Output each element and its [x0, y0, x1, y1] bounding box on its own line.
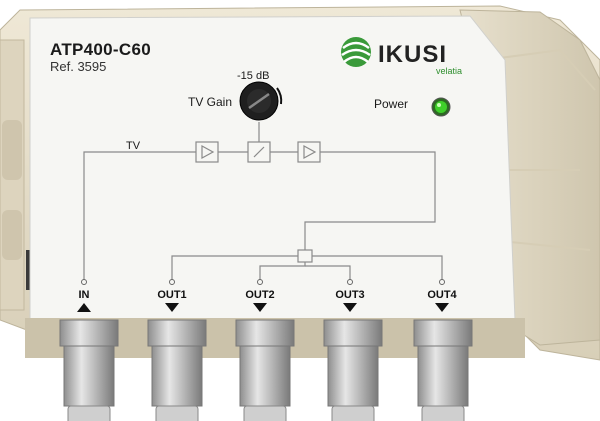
- gain-knob[interactable]: [239, 81, 283, 121]
- power-led-icon: [431, 97, 451, 117]
- port-out2-label: OUT2: [245, 289, 275, 301]
- brand-name: IKUSI: [378, 41, 448, 68]
- output-arrow-icon: [435, 303, 449, 312]
- power-label: Power: [374, 97, 409, 111]
- input-arrow-icon: [77, 303, 91, 312]
- port-in-label: IN: [78, 289, 90, 301]
- output-arrow-icon: [253, 303, 267, 312]
- f-connectors: [59, 319, 473, 421]
- tv-input-label: TV: [126, 140, 141, 152]
- sub-brand-name: velatia: [436, 66, 463, 76]
- gain-value-label: -15 dB: [237, 70, 270, 82]
- output-arrow-icon: [343, 303, 357, 312]
- gain-label: TV Gain: [188, 95, 233, 109]
- reference-number: Ref. 3595: [50, 59, 107, 74]
- port-out4-label: OUT4: [427, 289, 457, 301]
- model-name: ATP400-C60: [50, 40, 151, 59]
- port-out3-label: OUT3: [335, 289, 365, 301]
- output-arrow-icon: [165, 303, 179, 312]
- port-out1-label: OUT1: [157, 289, 187, 301]
